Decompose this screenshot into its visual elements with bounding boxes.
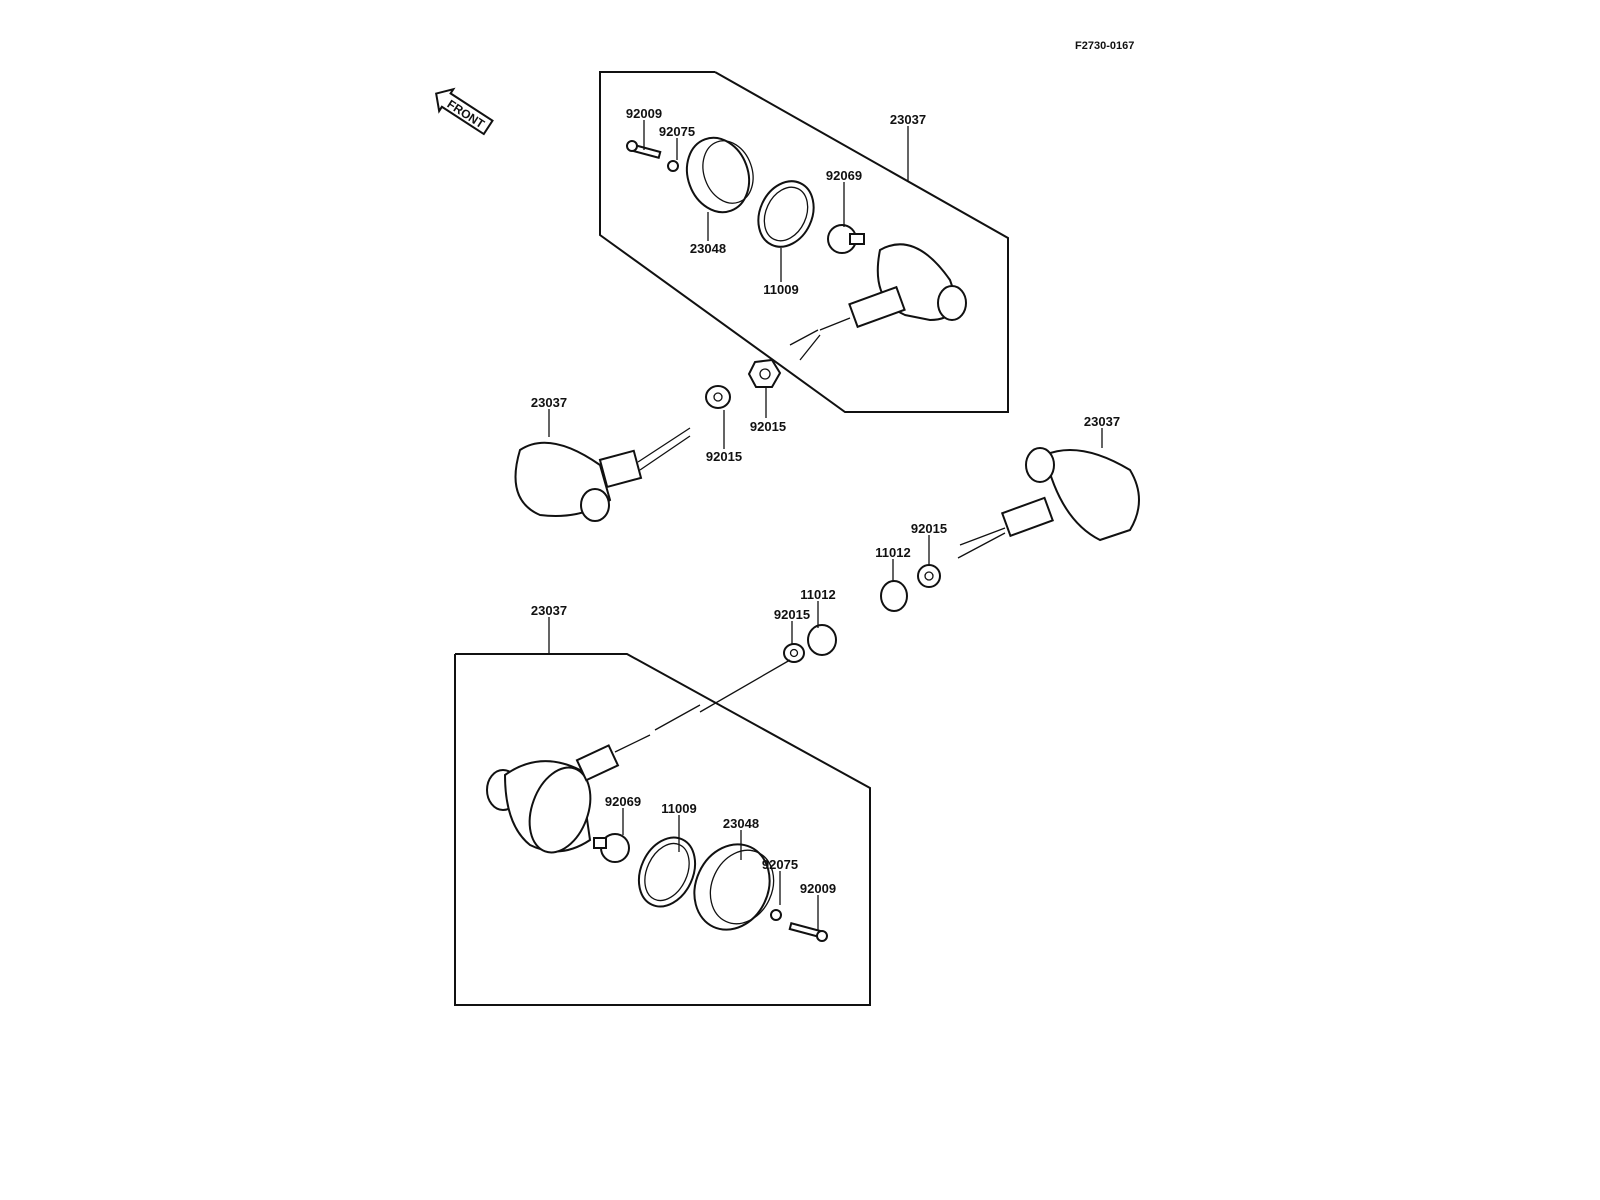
nut-92015-top-left bbox=[705, 385, 731, 409]
callout-92069-bottom: 92069 bbox=[605, 794, 641, 809]
callout-92015-top-right: 92015 bbox=[750, 419, 786, 434]
front-arrow-icon: FRONT bbox=[435, 87, 494, 136]
callout-92009-top: 92009 bbox=[626, 106, 662, 121]
callout-92075-bottom: 92075 bbox=[762, 857, 798, 872]
callout-23037-top: 23037 bbox=[890, 112, 926, 127]
bottom-assembly-outline bbox=[454, 653, 871, 1006]
washer-92075-bottom bbox=[770, 909, 782, 921]
callout-11009-bottom: 11009 bbox=[661, 801, 696, 816]
gasket-11009-bottom bbox=[637, 836, 697, 908]
lens-23048-top bbox=[685, 136, 754, 214]
screw-92009-bottom bbox=[788, 921, 828, 942]
bulb-92069-top bbox=[827, 224, 865, 254]
callout-11012-center: 11012 bbox=[800, 587, 835, 602]
gasket-11009-top bbox=[757, 180, 815, 248]
callout-23048-bottom: 23048 bbox=[723, 816, 759, 831]
spacer-11012-center bbox=[807, 624, 837, 656]
callout-23037-left: 23037 bbox=[531, 395, 567, 410]
diagram-code: F2730-0167 bbox=[1075, 40, 1134, 52]
turn-signal-housing-top bbox=[789, 243, 967, 361]
callout-11012-right: 11012 bbox=[875, 545, 910, 560]
spacer-11012-right bbox=[880, 580, 908, 612]
washer-92075-top bbox=[667, 160, 679, 172]
screw-92009-top bbox=[626, 140, 662, 160]
callout-92075-top: 92075 bbox=[659, 124, 695, 139]
nut-92015-right bbox=[917, 564, 941, 588]
callout-23037-right: 23037 bbox=[1084, 414, 1120, 429]
turn-signal-housing-right bbox=[957, 447, 1140, 559]
lens-23048-bottom bbox=[693, 843, 775, 931]
callout-92015-right: 92015 bbox=[911, 521, 947, 536]
wire-leader bbox=[699, 659, 791, 713]
callout-92015-center: 92015 bbox=[774, 607, 810, 622]
nut-92015-center bbox=[783, 643, 805, 663]
nut-92015-top-right bbox=[747, 358, 782, 388]
turn-signal-housing-left bbox=[514, 427, 691, 522]
callout-92009-bottom: 92009 bbox=[800, 881, 836, 896]
callout-23037-bottom: 23037 bbox=[531, 603, 567, 618]
leader-lines bbox=[548, 120, 1103, 930]
callout-92069-top: 92069 bbox=[826, 168, 862, 183]
top-assembly-outline bbox=[599, 71, 1009, 413]
callout-92015-top-left: 92015 bbox=[706, 449, 742, 464]
callout-11009-top: 11009 bbox=[763, 282, 798, 297]
callout-23048-top: 23048 bbox=[690, 241, 726, 256]
turn-signal-housing-bottom bbox=[486, 704, 701, 854]
bulb-92069-bottom bbox=[593, 833, 630, 863]
